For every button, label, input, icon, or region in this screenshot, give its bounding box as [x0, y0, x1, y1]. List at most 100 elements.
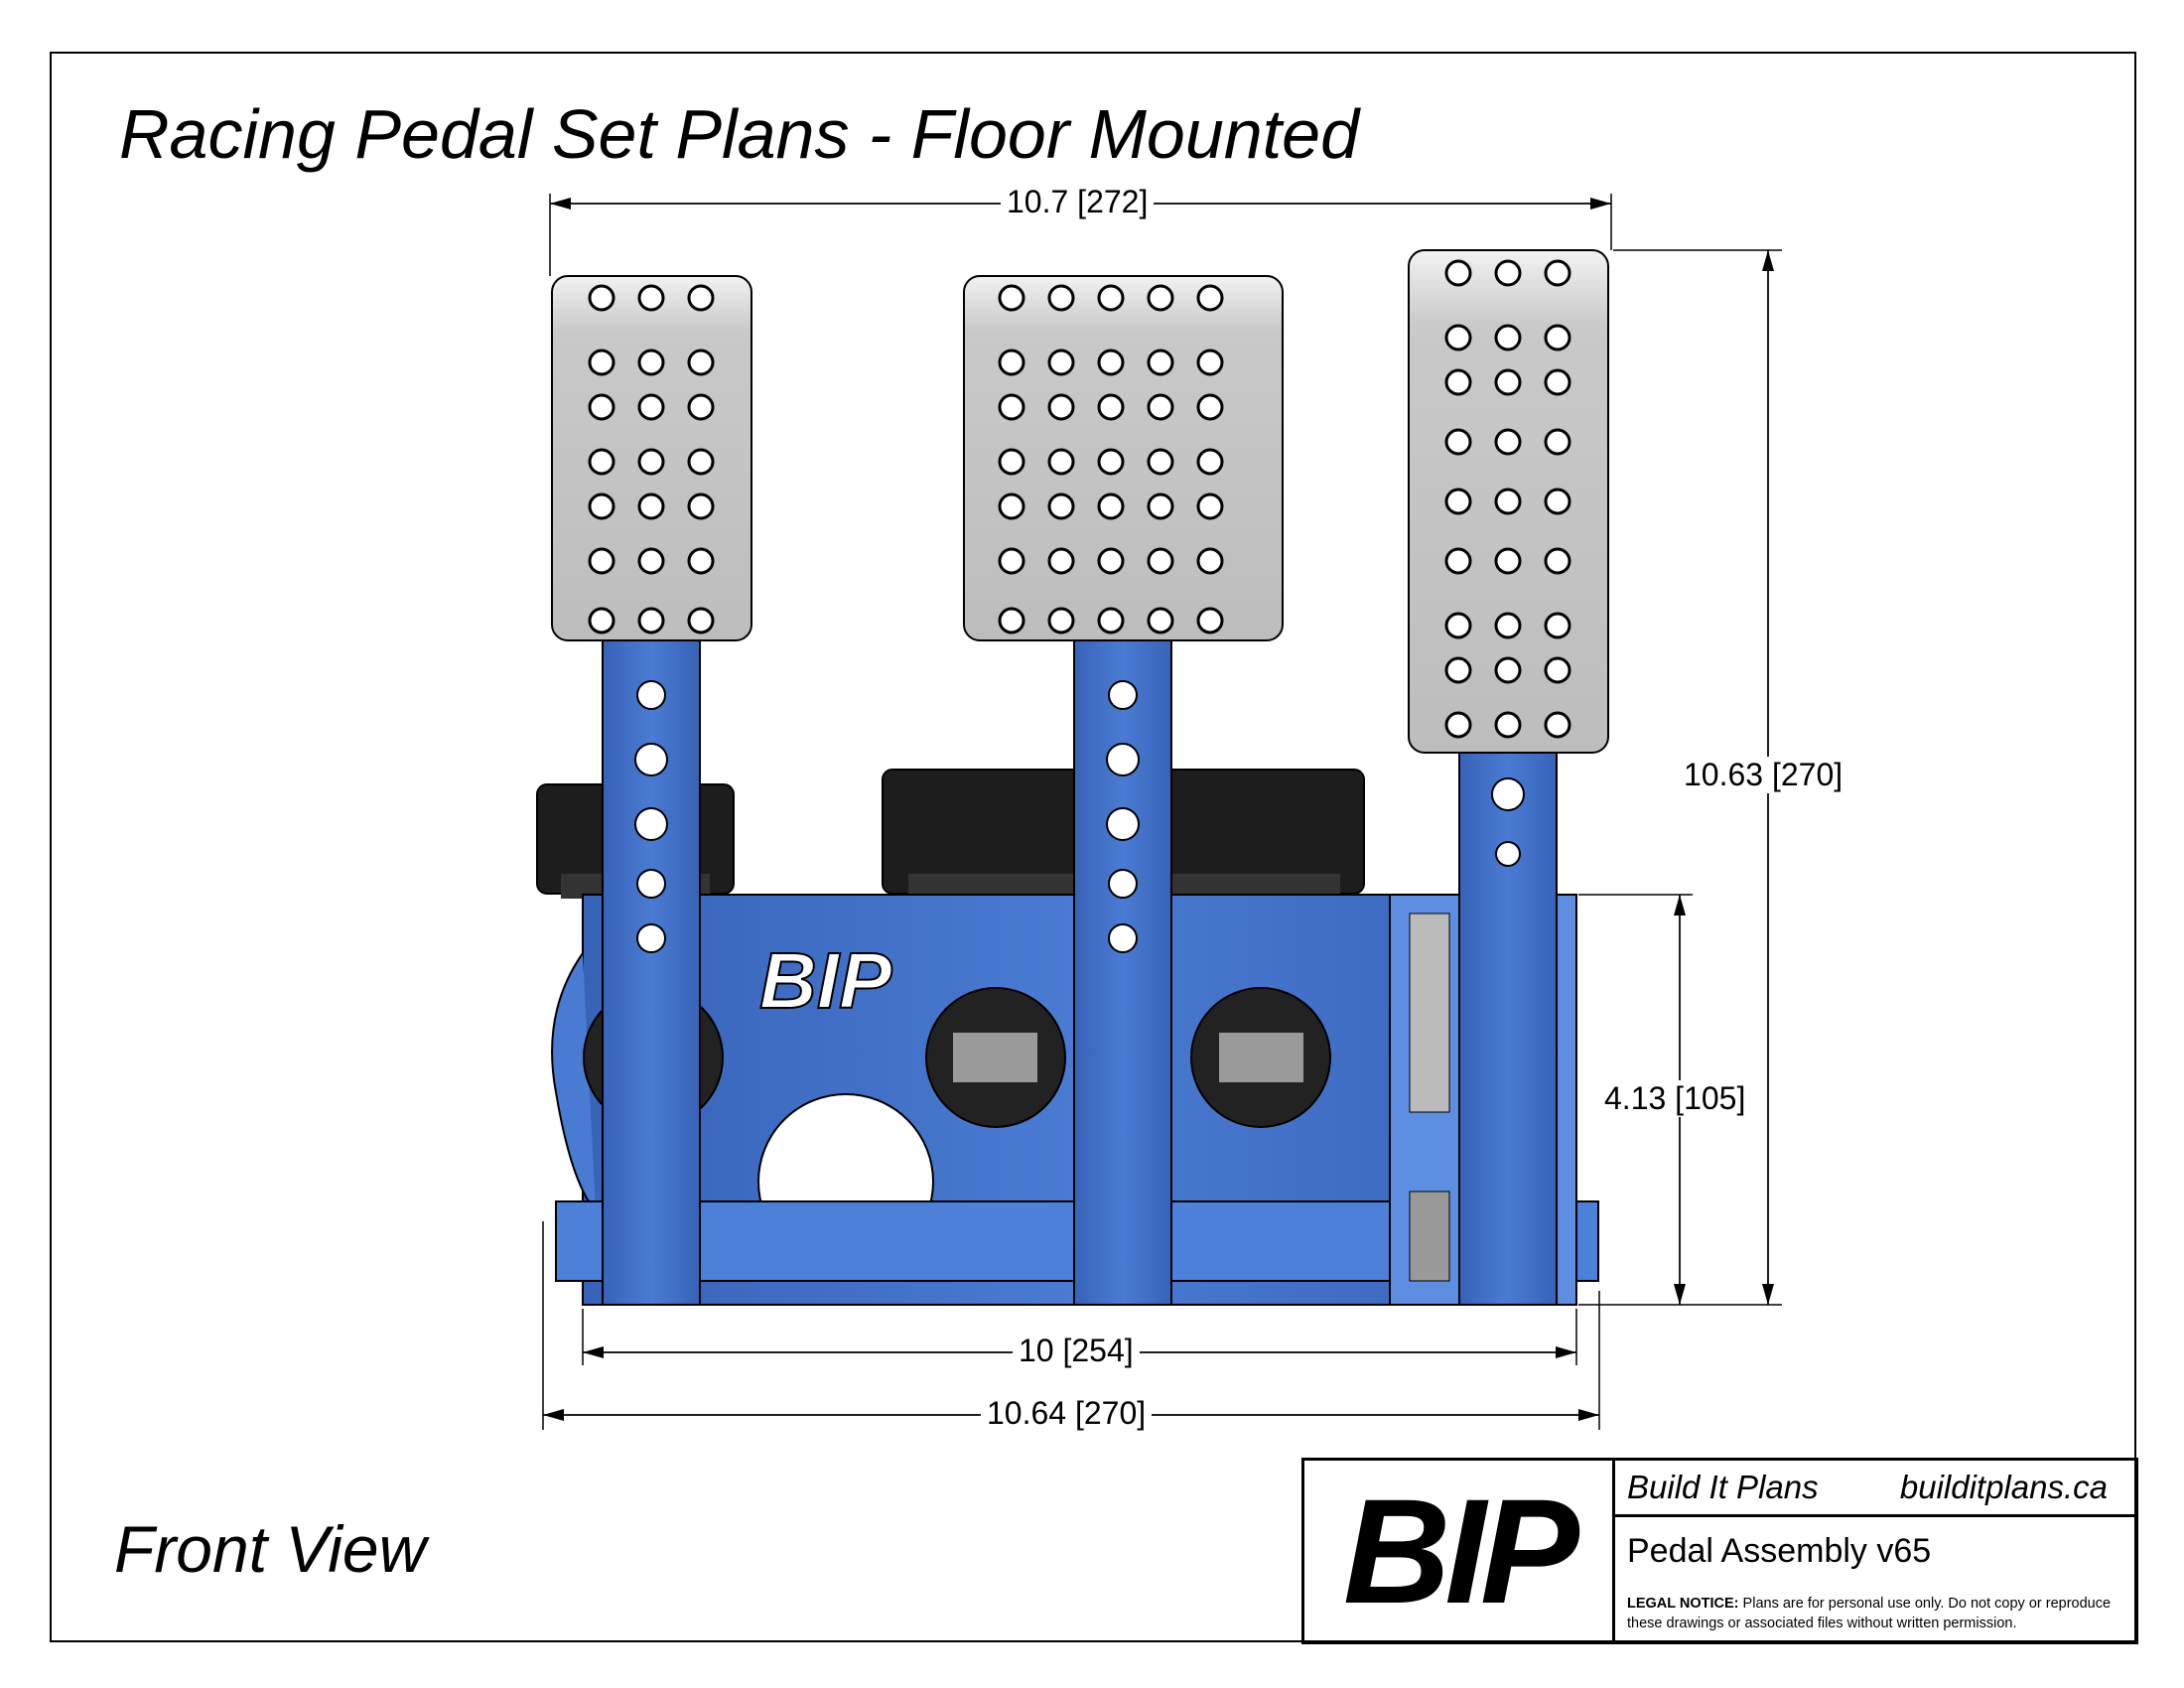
plate-hole	[687, 393, 715, 421]
plate-hole	[1047, 547, 1075, 575]
dim-base-height: 4.13 [105]	[1598, 1080, 1752, 1117]
plate-hole	[1444, 612, 1472, 639]
plate-hole	[637, 349, 665, 376]
plate-hole	[1147, 284, 1174, 312]
plate-hole	[637, 607, 665, 634]
plate-hole	[1147, 393, 1174, 421]
plate-hole	[687, 349, 715, 376]
plate-hole	[1196, 607, 1224, 634]
dim-overall-top-width: 10.7 [272]	[1001, 184, 1155, 220]
plate-hole	[1196, 492, 1224, 520]
plate-hole	[1444, 488, 1472, 515]
plate-hole	[637, 393, 665, 421]
part-name: Pedal Assembly v65	[1627, 1532, 1932, 1570]
plate-hole	[1047, 393, 1075, 421]
plate-hole	[637, 448, 665, 476]
dim-overall-height: 10.63 [270]	[1678, 757, 1849, 793]
plate-hole	[637, 492, 665, 520]
plate-hole	[1544, 612, 1571, 639]
view-label: Front View	[114, 1512, 427, 1586]
plate-hole	[1147, 492, 1174, 520]
plate-hole	[588, 349, 615, 376]
plate-hole	[637, 547, 665, 575]
plate-hole	[1494, 488, 1522, 515]
plate-hole	[998, 284, 1025, 312]
plate-hole	[1097, 349, 1125, 376]
legal-label: LEGAL NOTICE:	[1627, 1596, 1739, 1612]
drawing-border	[50, 52, 2136, 1642]
plate-hole	[1494, 547, 1522, 575]
plate-hole	[1494, 428, 1522, 456]
plate-hole	[1494, 368, 1522, 396]
plate-hole	[1494, 259, 1522, 287]
plate-hole	[1544, 259, 1571, 287]
plate-hole	[1047, 349, 1075, 376]
plate-hole	[1544, 711, 1571, 739]
plate-hole	[1444, 656, 1472, 684]
plate-hole	[588, 607, 615, 634]
plate-hole	[1494, 656, 1522, 684]
plate-hole	[1444, 711, 1472, 739]
plate-hole	[588, 448, 615, 476]
plate-hole	[1544, 368, 1571, 396]
plate-hole	[1047, 607, 1075, 634]
plate-hole	[1544, 488, 1571, 515]
plate-hole	[1444, 547, 1472, 575]
plate-hole	[998, 492, 1025, 520]
plate-hole	[1097, 284, 1125, 312]
company-name: Build It Plans	[1627, 1469, 1819, 1505]
pedal-arm-holes	[634, 680, 1525, 953]
plate-hole	[1047, 492, 1075, 520]
plate-hole	[1147, 448, 1174, 476]
plate-hole	[687, 547, 715, 575]
plate-hole	[998, 607, 1025, 634]
pedal-plate-holes	[588, 259, 1571, 739]
plate-hole	[687, 448, 715, 476]
plate-hole	[1196, 393, 1224, 421]
plate-hole	[1494, 612, 1522, 639]
plate-hole	[1494, 711, 1522, 739]
plate-hole	[588, 393, 615, 421]
plate-hole	[1196, 284, 1224, 312]
plate-hole	[1097, 547, 1125, 575]
plate-hole	[1196, 448, 1224, 476]
plate-hole	[998, 448, 1025, 476]
plate-hole	[1147, 349, 1174, 376]
plate-hole	[1444, 428, 1472, 456]
plate-hole	[1544, 547, 1571, 575]
plate-hole	[998, 349, 1025, 376]
plate-hole	[588, 547, 615, 575]
plate-hole	[1097, 607, 1125, 634]
plate-hole	[1097, 448, 1125, 476]
plate-hole	[637, 284, 665, 312]
plate-hole	[1147, 547, 1174, 575]
plate-hole	[1494, 324, 1522, 352]
plate-hole	[1097, 492, 1125, 520]
plate-hole	[1047, 284, 1075, 312]
plate-hole	[1544, 324, 1571, 352]
company-website: builditplans.ca	[1899, 1469, 2108, 1505]
title-block: BIP Build It Plans builditplans.ca Pedal…	[1301, 1458, 2138, 1644]
plate-hole	[1444, 259, 1472, 287]
plate-hole	[1444, 324, 1472, 352]
plate-hole	[687, 284, 715, 312]
plate-hole	[998, 547, 1025, 575]
plate-hole	[998, 393, 1025, 421]
dim-overall-bottom-width: 10.64 [270]	[981, 1395, 1153, 1432]
plate-hole	[1097, 393, 1125, 421]
plate-hole	[1444, 368, 1472, 396]
plate-hole	[1196, 547, 1224, 575]
plate-hole	[687, 607, 715, 634]
pedal-arms	[602, 639, 1558, 1306]
title-block-company-row: Build It Plans builditplans.ca	[1615, 1461, 2135, 1517]
drawing-title: Racing Pedal Set Plans - Floor Mounted	[119, 95, 1359, 173]
plate-hole	[588, 284, 615, 312]
bracket-logo: BIP	[759, 936, 892, 1025]
plate-hole	[1196, 349, 1224, 376]
legal-notice: LEGAL NOTICE: Plans are for personal use…	[1627, 1594, 2123, 1633]
plate-hole	[588, 492, 615, 520]
plate-hole	[1147, 607, 1174, 634]
plate-hole	[1544, 428, 1571, 456]
plate-hole	[1544, 656, 1571, 684]
